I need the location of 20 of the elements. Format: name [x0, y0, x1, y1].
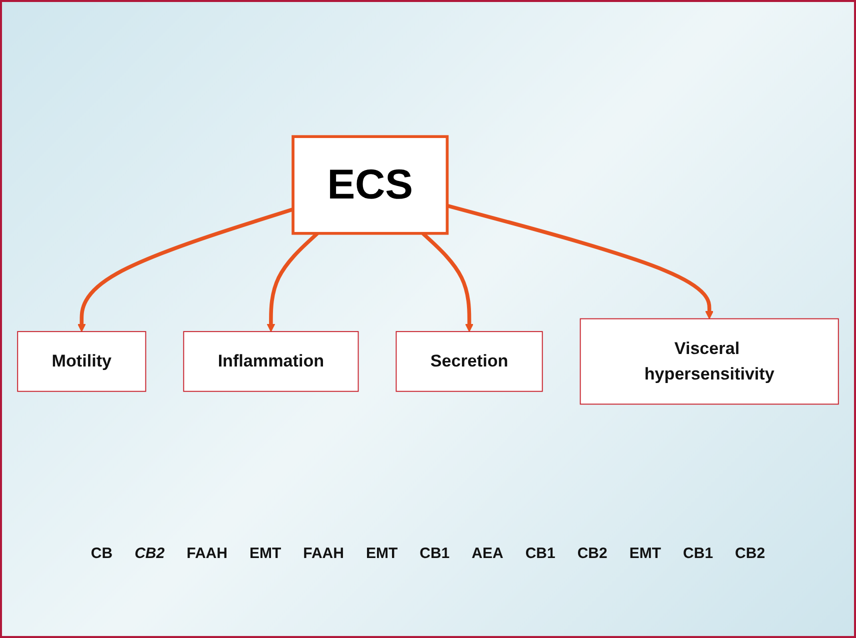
receptor-label: CB2	[134, 545, 165, 562]
receptor-label: FAAH	[303, 545, 344, 562]
arrow	[77, 207, 294, 332]
receptor-label: CB1	[683, 545, 714, 562]
arrow	[446, 203, 714, 319]
receptor-label: EMT	[249, 545, 282, 562]
receptor-label: CB2	[577, 545, 608, 562]
receptor-label: EMT	[366, 545, 398, 562]
node-box: Inflammation	[183, 330, 359, 392]
receptor-label: FAAH	[186, 545, 228, 562]
node-box: ECS	[292, 134, 449, 234]
node-box: Motility	[17, 330, 146, 392]
receptor-label: CB	[90, 545, 113, 562]
node-box: Visceral hypersensitivity	[580, 318, 839, 404]
node-box: Secretion	[396, 330, 543, 392]
receptor-label: EMT	[629, 545, 662, 562]
receptor-label: CB2	[735, 545, 766, 562]
receptor-label: CB1	[525, 545, 556, 562]
receptor-label: CB1	[420, 545, 450, 562]
receptor-label: AEA	[472, 545, 504, 562]
